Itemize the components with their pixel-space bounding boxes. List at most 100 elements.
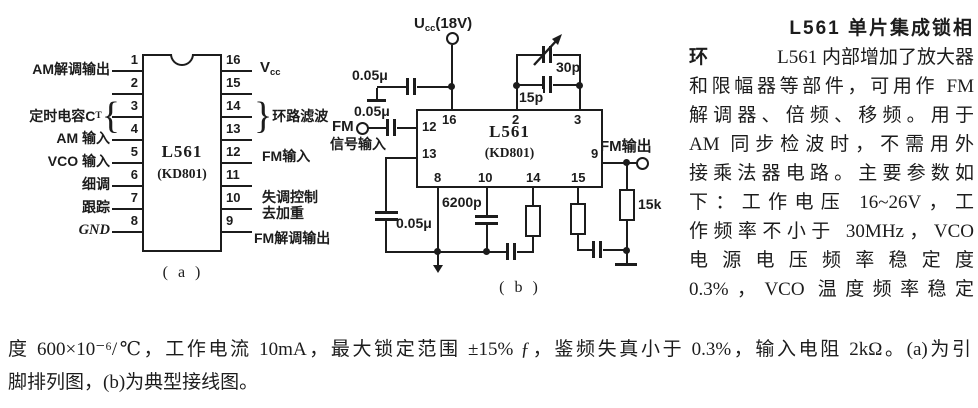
ground-icon [367,99,386,102]
article-line: 环 L561 内部增加了放大器 [689,43,974,72]
pin-number: 6 [130,167,138,182]
brace-icon: { [101,95,120,137]
resistor-label: 15k [638,196,662,212]
junction-dot [513,82,520,89]
article-line: 0.3%，VCO 温度频率稳定 [689,279,974,300]
wire [437,188,439,252]
pin-stub [222,93,252,95]
resistor [619,189,635,221]
junction-dot [434,248,441,255]
pin-label-loop-filter: }环路滤波 [254,95,329,137]
footer-line: 度 600×10⁻⁶/℃，工作电流 10mA，最大锁定范围 ±15% ƒ，鉴频失… [8,339,971,360]
article-line: 下：工作电压 16~26V，工 [689,192,974,213]
wire [368,127,386,129]
pin-stub [112,185,142,187]
pin-stub [112,116,142,118]
wire [437,253,439,265]
capacitor-label: 6200p [442,194,482,210]
footer-line: 脚排列图，(b)为典型接线图。 [8,372,259,393]
fm-output-label: FM输出 [600,138,652,155]
article-line: 电源电压频率稳定度 [689,250,974,271]
junction-dot [623,247,630,254]
capacitor-label: 15p [519,89,544,106]
pin-number: 16 [226,52,241,67]
wire [532,188,534,206]
wire [516,54,543,56]
wire [553,54,581,56]
article-line: 作频率不小于 30MHz，VCO [689,221,974,242]
capacitor [599,241,602,258]
pin-number: 8 [130,213,138,228]
pin-label-detune-control: 失调控制 [262,189,318,205]
capacitor-label: 0.05μ [354,103,390,119]
capacitor-label: 0.05μ [396,215,432,231]
wire [386,157,416,159]
wire [486,188,488,216]
pin-number: 3 [574,112,582,127]
capacitor [592,241,595,258]
wire [553,84,580,86]
wire [516,85,518,109]
chip-label: L561 (KD801) [142,140,222,184]
pin-label-track: 跟踪 [82,199,110,215]
pin-stub [112,231,142,233]
article-line: 解调器、倍频、移频。用于 [689,105,974,126]
wire [516,55,518,85]
capacitor [375,211,398,214]
pin-number: 7 [130,190,138,205]
figure-b-caption: ( b ) [499,279,541,296]
capacitor-label: 30p [556,59,581,75]
pin-number: 14 [226,98,241,113]
chip-alt-name: (KD801) [484,145,535,160]
pin-number: 9 [591,146,599,161]
pin-number: 13 [422,146,437,161]
chip-alt-name: (KD801) [157,166,207,181]
pin-number: 2 [130,75,138,90]
wire [532,236,534,252]
capacitor [549,46,552,63]
wire [577,249,592,251]
capacitor [549,76,552,93]
pin-label-am-demod-out: AM解调输出 [32,61,110,77]
wire [451,45,453,109]
chip-name: L561 [161,142,203,161]
wire [417,86,452,88]
pin-number: 15 [571,170,586,185]
capacitor [475,215,498,218]
capacitor [393,119,396,136]
resistor [525,205,541,237]
pin-stub [222,139,252,141]
capacitor [375,218,398,221]
pin-label-am-in: AM 输入 [56,130,110,146]
capacitor [475,222,498,225]
fm-input-label: FM [332,118,354,135]
pin-label-deemphasis: 去加重 [262,205,304,221]
wire [603,249,626,251]
chip-label: L561 (KD801) [416,121,603,163]
pin-label-vcc: Vcc [260,59,281,78]
capacitor [386,119,389,136]
pin-label-fm-demod-out: FM解调输出 [254,230,331,246]
pin-number: 12 [226,144,241,159]
wire [577,188,579,204]
junction-dot [483,248,490,255]
wire [385,251,506,253]
wire [486,225,488,252]
article-bold-run-in: 环 [689,47,709,68]
wire [577,234,579,251]
pin-number: 3 [130,98,138,113]
capacitor [406,78,409,95]
pin-label-vco-in: VCO 输入 [47,153,110,169]
resistor [570,203,586,235]
pin-stub [112,93,142,95]
wire [377,86,406,88]
article-column: L561 单片集成锁相 环 L561 内部增加了放大器 和限幅器等部件，可用作 … [689,14,974,304]
pin-number: 4 [130,121,138,136]
capacitor [413,78,416,95]
pin-label-fine-tune: 细调 [82,176,110,192]
pin-number: 9 [226,213,234,228]
wire [579,85,581,109]
pin-stub [112,70,142,72]
